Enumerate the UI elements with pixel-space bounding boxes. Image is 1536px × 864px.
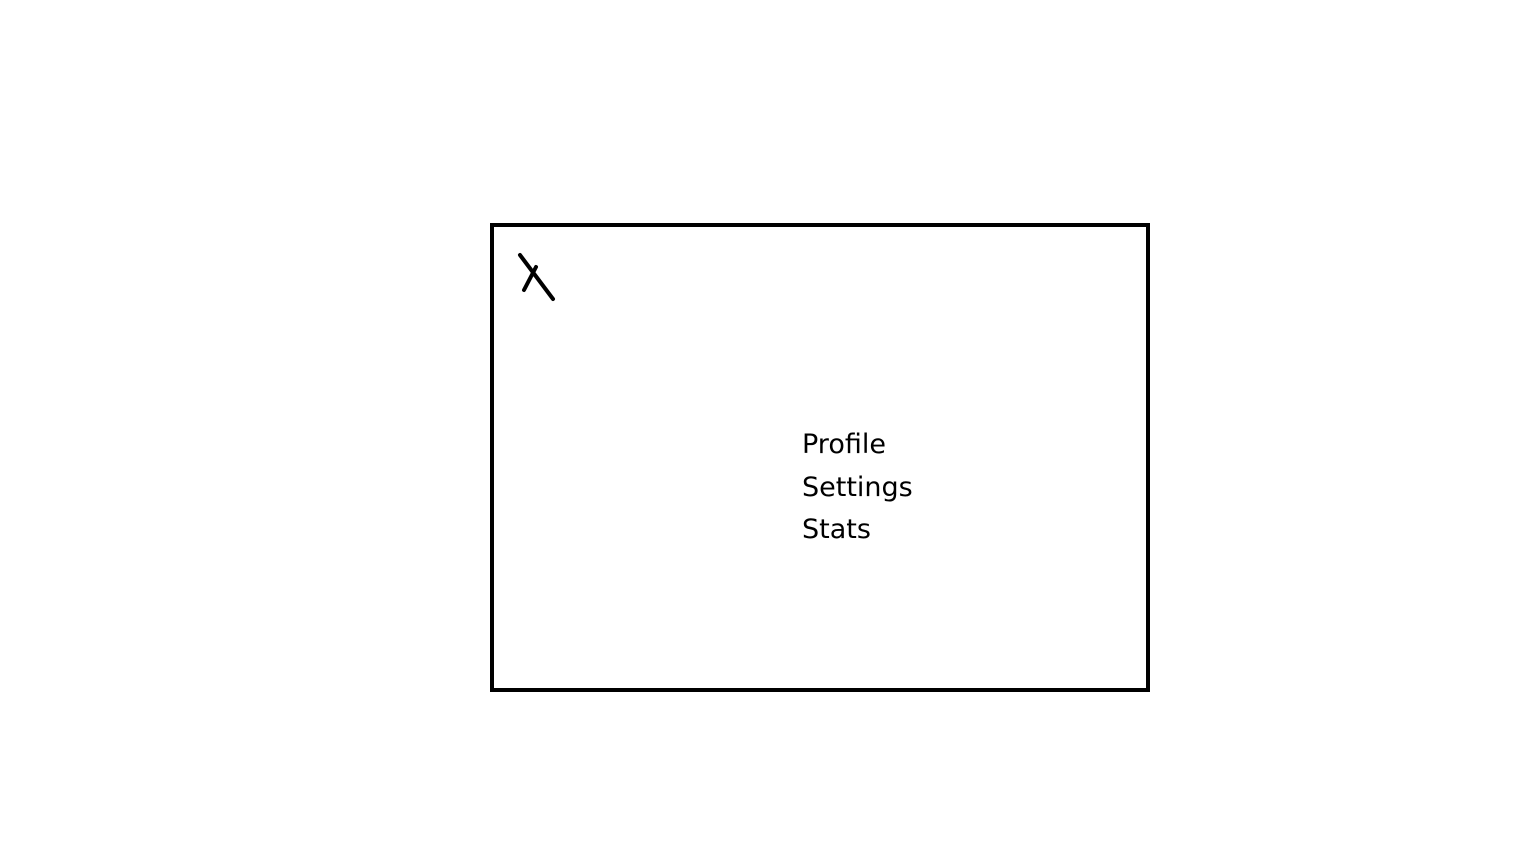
close-button[interactable]	[516, 251, 558, 303]
menu-item-profile[interactable]: Profile	[802, 429, 886, 460]
main-menu: Profile Settings Stats	[802, 424, 913, 552]
menu-item-stats[interactable]: Stats	[802, 514, 871, 545]
close-icon	[518, 253, 555, 301]
menu-modal: Profile Settings Stats	[490, 223, 1150, 692]
menu-item-settings[interactable]: Settings	[802, 471, 913, 503]
